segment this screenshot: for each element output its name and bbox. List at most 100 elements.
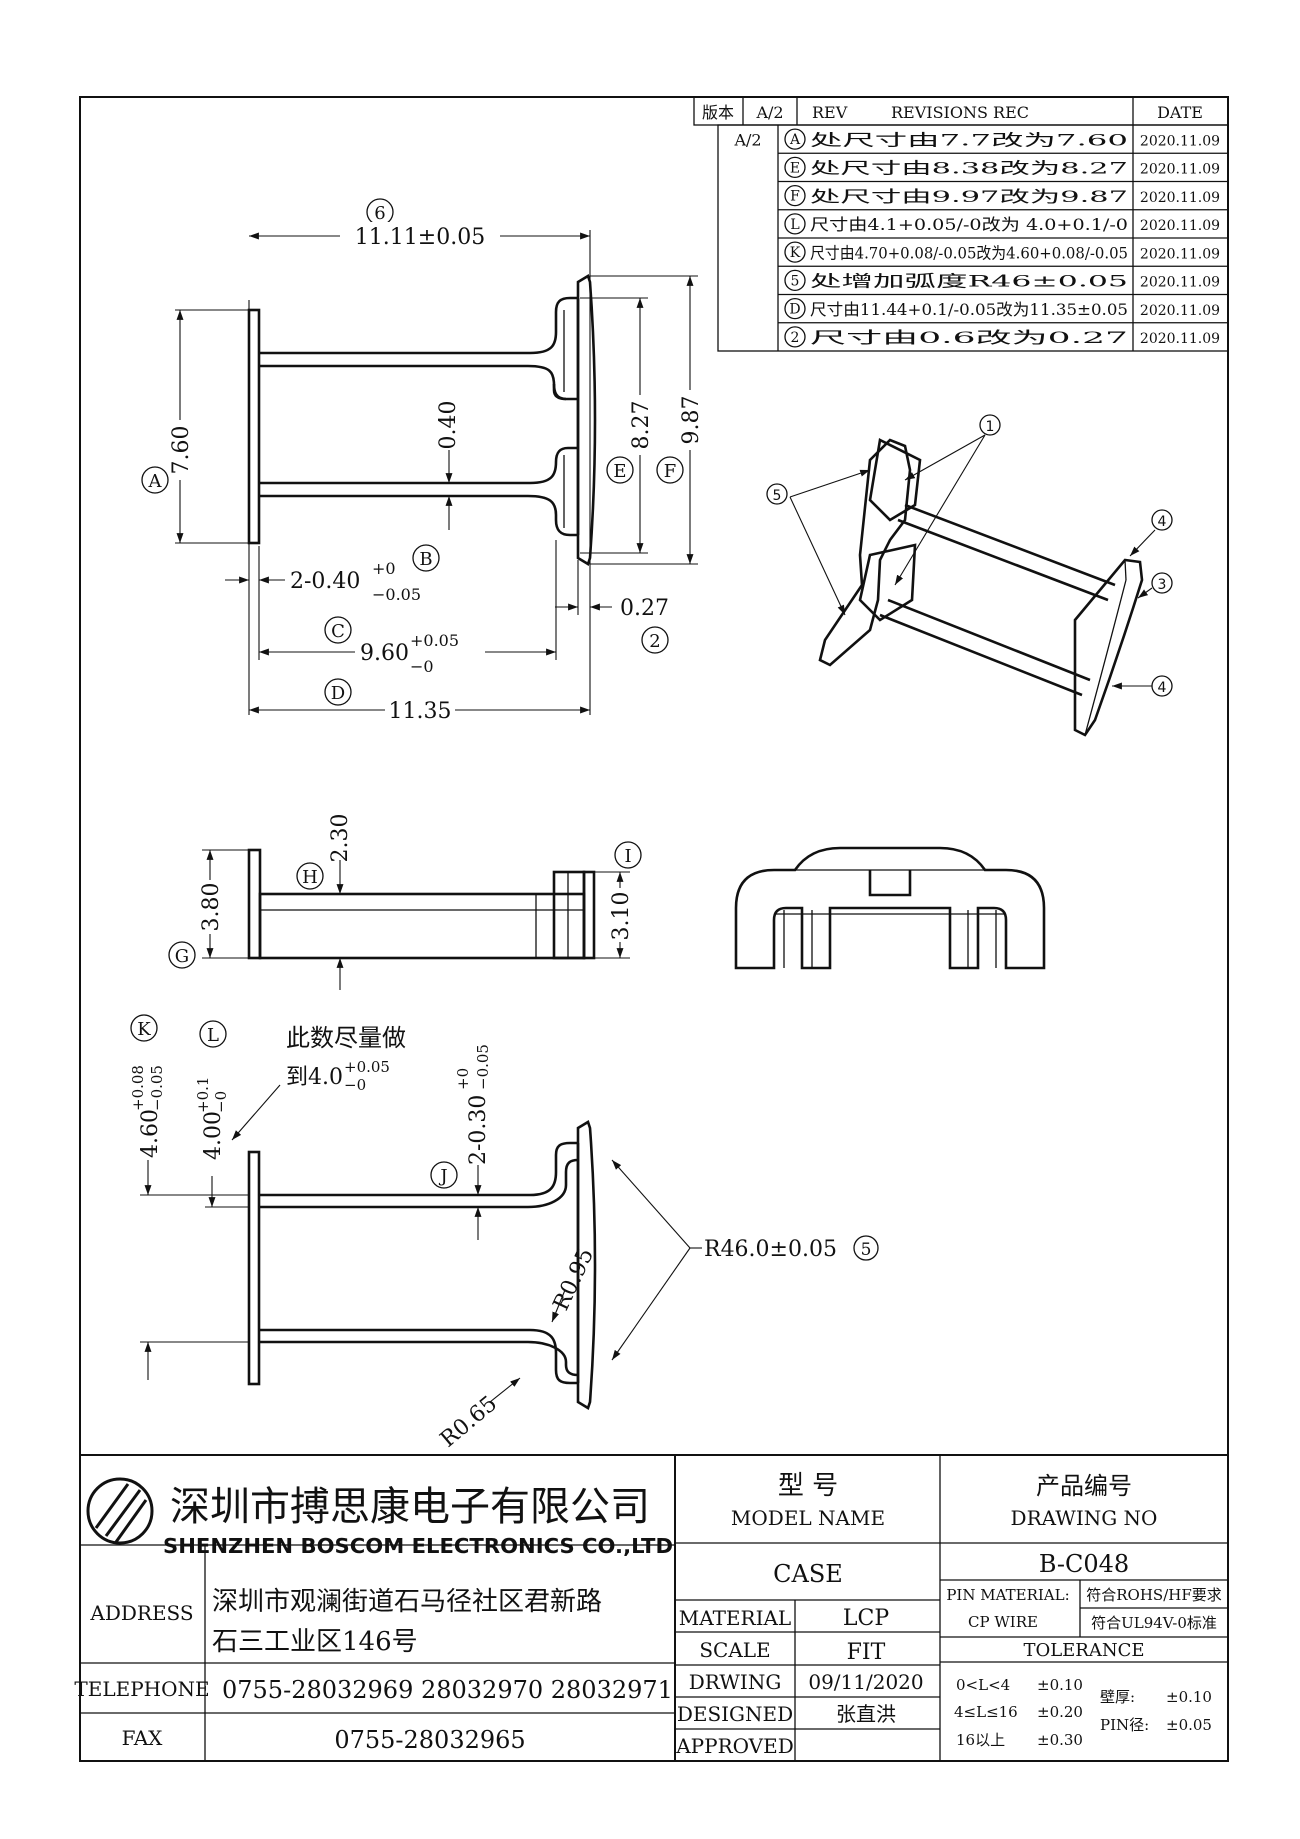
svg-text:+0: +0: [454, 1068, 472, 1090]
dim-r46-mark: 5: [861, 1240, 872, 1260]
material-value: LCP: [843, 1606, 889, 1631]
dim-J-mark: J: [438, 1166, 447, 1187]
svg-text:−0.05: −0.05: [148, 1065, 166, 1111]
top-view: 6 11.11±0.05 7.60 A 0.40 8.27 E 9.87 F 2…: [141, 198, 704, 724]
revision-row-text: 尺寸由4.70+0.08/-0.05改为4.60+0.08/-0.05: [810, 243, 1128, 262]
designed-label: DESIGNED: [677, 1702, 793, 1726]
revision-row-mark: 5: [791, 273, 800, 289]
dim-0-40: 0.40: [436, 401, 461, 450]
revision-row-mark-circle: [784, 241, 806, 263]
telephone-value: 0755-28032969 28032970 28032971: [222, 1676, 673, 1704]
dim-K: 4.60: [138, 1109, 163, 1158]
svg-text:+0.05: +0.05: [410, 631, 459, 650]
address-label: ADDRESS: [89, 1601, 193, 1625]
company-logo: [86, 1477, 154, 1545]
rev-header-date: DATE: [1157, 103, 1203, 122]
model-name-en: MODEL NAME: [731, 1506, 885, 1530]
svg-text:−0.05: −0.05: [474, 1044, 492, 1090]
title-block: 深圳市搏思康电子有限公司 SHENZHEN BOSCOM ELECTRONICS…: [74, 1454, 1228, 1761]
dim-I-mark: I: [624, 846, 631, 867]
pin-material-label: PIN MATERIAL:: [946, 1586, 1069, 1604]
svg-text:−0.05: −0.05: [372, 585, 421, 604]
iso-mark-4b: 4: [1158, 680, 1167, 696]
revision-row-text: 尺寸由0.6改为0.27: [810, 328, 1128, 347]
drawing-date-label: DRWING: [689, 1670, 782, 1694]
revision-row-mark-circle: [784, 128, 806, 150]
pin-value: ±0.05: [1166, 1716, 1212, 1734]
approved-label: APPROVED: [675, 1734, 794, 1758]
revision-row-date: 2020.11.09: [1140, 190, 1220, 206]
dim-F-mark: F: [664, 461, 677, 482]
svg-text:+0: +0: [372, 559, 396, 578]
revision-row-mark: F: [790, 189, 800, 205]
dim-11-11: 11.11±0.05: [355, 225, 485, 250]
dim-r46: R46.0±0.05: [704, 1237, 837, 1262]
tolerance-label: TOLERANCE: [1023, 1640, 1144, 1661]
revision-row-mark: L: [790, 217, 799, 233]
svg-text:+0.05: +0.05: [344, 1058, 390, 1076]
note-line1: 此数尽量做: [286, 1024, 406, 1052]
revision-row-text: 处增加弧度R46±0.05: [810, 272, 1128, 291]
revision-row-date: 2020.11.09: [1140, 303, 1220, 319]
ul-note: 符合UL94V-0标准: [1091, 1614, 1217, 1632]
rev-header-revisions: REVISIONS REC: [891, 103, 1029, 122]
dim-D-mark: D: [331, 683, 345, 704]
rev-header-version-value: A/2: [755, 103, 783, 122]
dim-A-mark: A: [148, 471, 163, 492]
rohs-note: 符合ROHS/HF要求: [1086, 1586, 1222, 1604]
dim-H-mark: H: [302, 867, 318, 888]
revision-row-mark: E: [790, 160, 800, 176]
scale-label: SCALE: [699, 1638, 770, 1662]
svg-text:+0.1: +0.1: [194, 1077, 212, 1113]
revision-row-mark-circle: [784, 213, 806, 235]
svg-text:−0: −0: [212, 1091, 230, 1113]
dim-L-mark: L: [207, 1025, 219, 1046]
drawing-no-cn: 产品编号: [1036, 1472, 1132, 1500]
pin-material-value: CP WIRE: [968, 1613, 1038, 1631]
revision-row-version: A/2: [733, 130, 761, 149]
company-name-en: SHENZHEN BOSCOM ELECTRONICS CO.,LTD: [163, 1534, 673, 1558]
rev-header-version: 版本: [702, 103, 734, 122]
pin-label: PIN径:: [1100, 1716, 1149, 1734]
revision-row-mark-circle: [784, 297, 806, 320]
dim-2-30: 2.30: [328, 814, 353, 863]
dim-K-mark: K: [137, 1019, 151, 1040]
tol-value-2: ±0.20: [1037, 1703, 1083, 1721]
dim-9-87: 9.87: [679, 396, 704, 445]
svg-text:−0: −0: [344, 1076, 366, 1094]
address-line2: 石三工业区146号: [212, 1627, 418, 1657]
tol-range-1: 0<L<4: [956, 1676, 1010, 1694]
dim-11-35: 11.35: [389, 699, 452, 724]
dim-C-mark: C: [331, 621, 345, 642]
material-label: MATERIAL: [679, 1606, 791, 1630]
model-name-cn: 型 号: [778, 1471, 838, 1501]
dim-6-mark: 6: [374, 203, 385, 224]
dim-8-27: 8.27: [629, 401, 654, 450]
dim-B: 2-0.40: [290, 569, 360, 594]
revision-row-date: 2020.11.09: [1140, 218, 1220, 234]
tol-value-1: ±0.10: [1037, 1676, 1083, 1694]
rev-header-rev: REV: [812, 103, 848, 122]
dim-B-mark: B: [419, 549, 432, 570]
dim-2-mark: 2: [649, 631, 660, 652]
sheet-border: [79, 96, 1229, 1762]
revision-row-mark-circle: [784, 184, 806, 207]
revision-row-mark: D: [789, 302, 800, 318]
revision-row-date: 2020.11.09: [1140, 331, 1220, 347]
detail-view: K 4.60 +0.08 −0.05 L 4.00 +0.1 −0 此数尽量做 …: [129, 1014, 879, 1453]
revision-row-mark-circle: [784, 156, 806, 179]
tol-range-2: 4≤L≤16: [954, 1703, 1018, 1721]
svg-text:−0: −0: [410, 657, 434, 676]
revision-row-date: 2020.11.09: [1140, 133, 1220, 149]
revision-row-mark-circle: [784, 269, 806, 292]
iso-mark-5: 5: [773, 488, 782, 504]
company-name-cn: 深圳市搏思康电子有限公司: [170, 1484, 650, 1530]
scale-value: FIT: [847, 1640, 886, 1665]
revision-row-text: 处尺寸由7.7改为7.60: [810, 130, 1128, 149]
revision-row-mark-circle: [784, 326, 806, 348]
svg-text:+0.08: +0.08: [129, 1065, 147, 1111]
address-line1: 深圳市观澜街道石马径社区君新路: [212, 1587, 602, 1617]
revision-row-text: 处尺寸由9.97改为9.87: [810, 187, 1128, 206]
